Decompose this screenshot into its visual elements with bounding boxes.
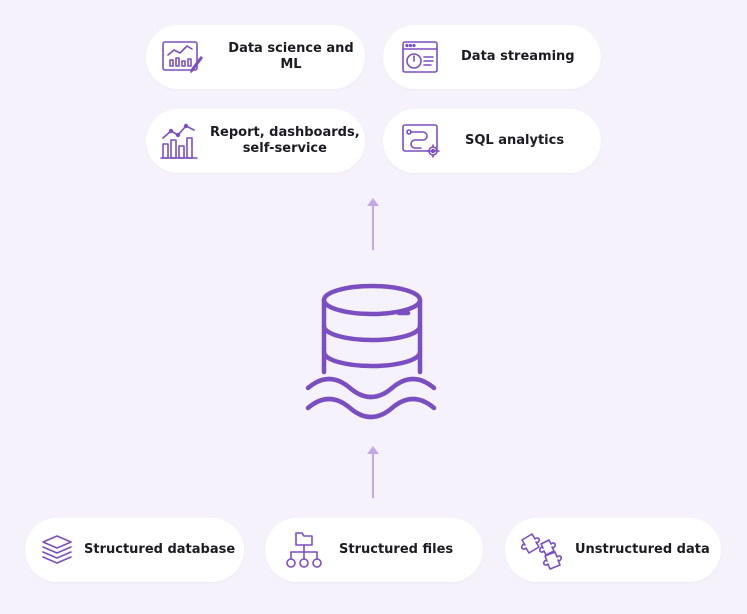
source-label: Unstructured data: [575, 542, 710, 557]
data-lake-icon: [305, 283, 437, 420]
output-label: SQL analytics: [465, 133, 565, 148]
puzzle-icon: [519, 530, 565, 570]
source-card-structured-database: Structured database: [25, 518, 244, 582]
source-label: Structured database: [84, 542, 236, 557]
output-card-sql-analytics: SQL analytics: [383, 109, 601, 173]
layers-icon: [40, 533, 74, 567]
folder-tree-icon: [285, 530, 323, 570]
output-card-data-science: Data science and ML: [146, 25, 365, 89]
source-label: Structured files: [339, 542, 454, 557]
chart-pen-icon: [161, 40, 205, 74]
workflow-gear-icon: [401, 123, 443, 159]
output-card-reports: Report, dashboards, self-service: [146, 109, 365, 173]
output-label: Report, dashboards, self-service: [210, 125, 360, 156]
output-card-data-streaming: Data streaming: [383, 25, 601, 89]
arrow-up-icon: [367, 446, 379, 498]
output-label: Data streaming: [461, 49, 575, 64]
output-label: Data science and ML: [228, 41, 354, 72]
source-card-unstructured-data: Unstructured data: [505, 518, 721, 582]
bar-chart-trend-icon: [160, 122, 200, 160]
arrow-up-icon: [367, 198, 379, 250]
source-card-structured-files: Structured files: [265, 518, 483, 582]
browser-gauge-icon: [401, 40, 439, 74]
